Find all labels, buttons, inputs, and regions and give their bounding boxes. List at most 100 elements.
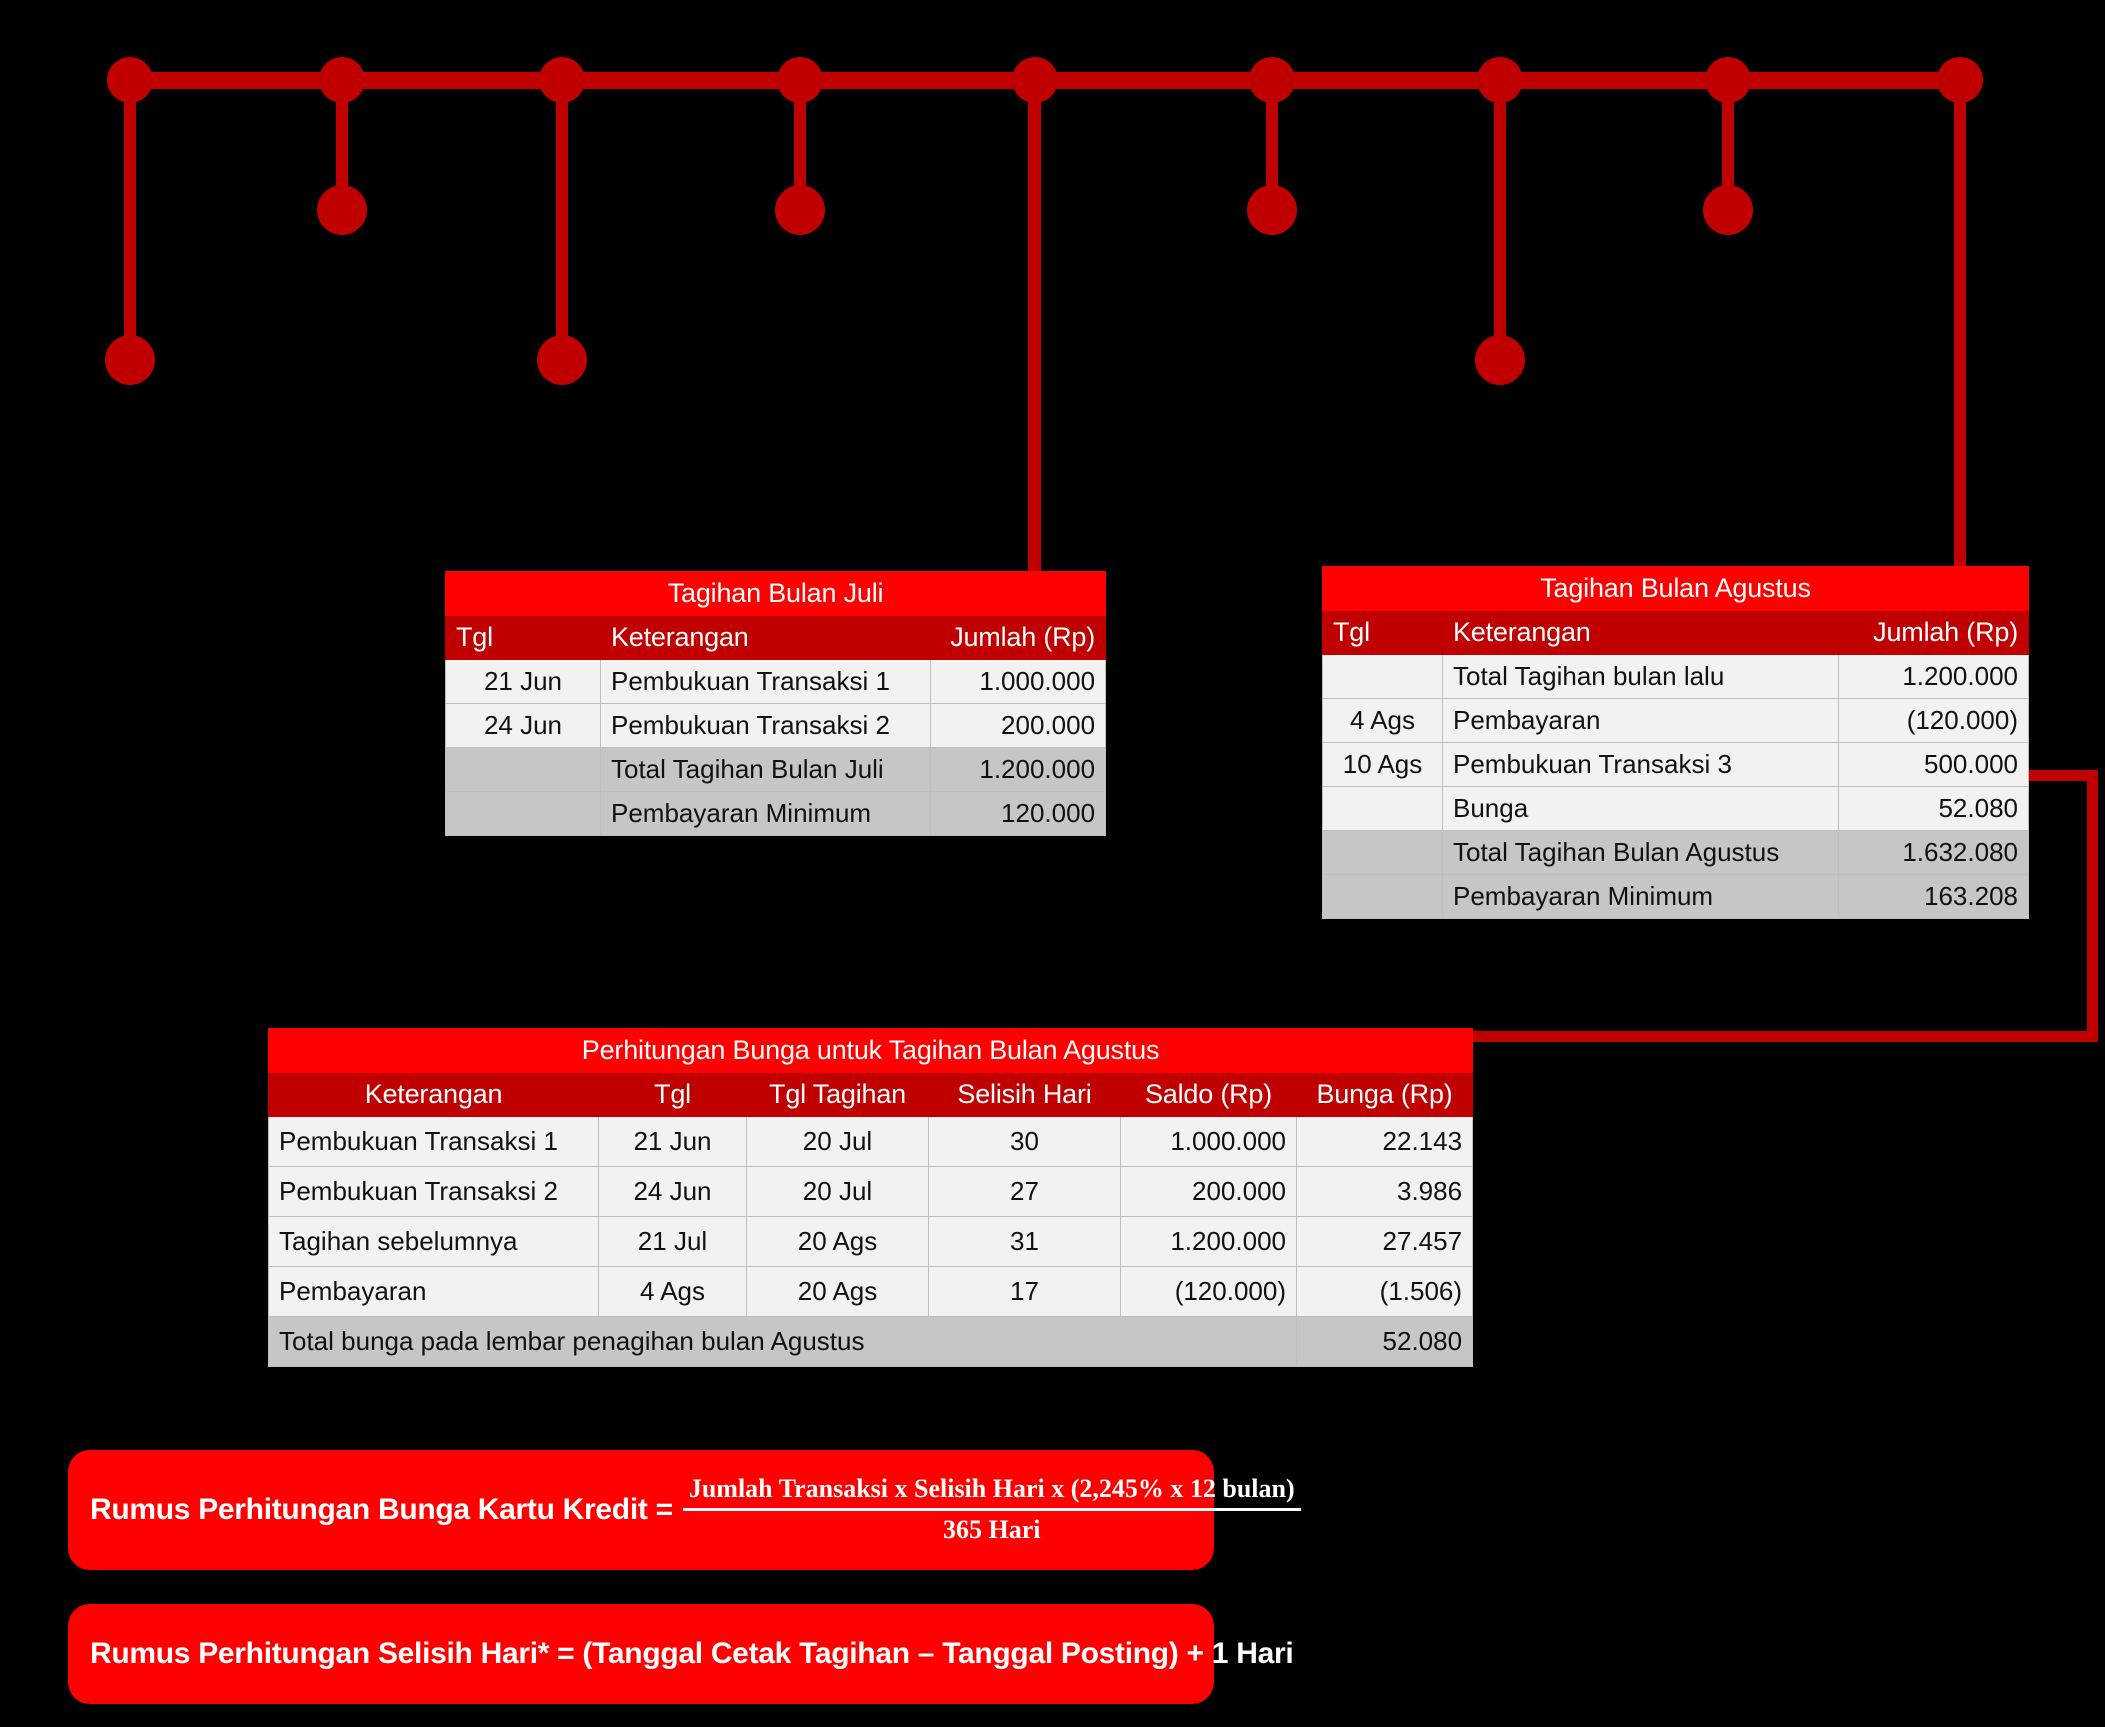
bunga-row-3-keterangan: Pembayaran: [268, 1266, 599, 1317]
connector-elbow-horizontal-bottom: [1466, 1031, 2098, 1042]
connector-to-agustus-table: [1954, 80, 1966, 572]
bunga-row-1-tgl-tagihan: 20 Jul: [746, 1166, 929, 1217]
agustus-row-4-tgl: [1322, 830, 1443, 875]
juli-row-3-tgl: [445, 791, 601, 836]
bunga-col-selisih-hari: Selisih Hari: [928, 1072, 1121, 1117]
juli-header-row: Tgl Keterangan Jumlah (Rp): [445, 615, 1107, 660]
bunga-row-2-keterangan: Tagihan sebelumnya: [268, 1216, 599, 1267]
timeline-node-6[interactable]: [1249, 57, 1295, 103]
table-perhitungan-bunga: Perhitungan Bunga untuk Tagihan Bulan Ag…: [267, 1028, 1474, 1367]
agustus-row-0-jumlah: 1.200.000: [1838, 654, 2029, 699]
bunga-row-0-selisih-hari: 30: [928, 1116, 1121, 1167]
timeline-node-7[interactable]: [1477, 57, 1523, 103]
juli-row-1-keterangan: Pembukuan Transaksi 2: [600, 703, 931, 748]
bunga-col-tgl-tagihan: Tgl Tagihan: [746, 1072, 929, 1117]
formula-bunga-numerator: Jumlah Transaksi x Selisih Hari x (2,245…: [682, 1474, 1301, 1511]
bunga-row-1-keterangan: Pembukuan Transaksi 2: [268, 1166, 599, 1217]
timeline-node-2[interactable]: [319, 57, 365, 103]
agustus-row-5-jumlah: 163.208: [1838, 874, 2029, 919]
table-tagihan-agustus: Tagihan Bulan Agustus Tgl Keterangan Jum…: [1322, 566, 2029, 919]
formula-bunga-pill: Rumus Perhitungan Bunga Kartu Kredit = J…: [68, 1450, 1301, 1570]
timeline-endpoint-2[interactable]: [317, 185, 367, 235]
agustus-row-2-tgl: 10 Ags: [1322, 742, 1443, 787]
connector-elbow-vertical: [2087, 770, 2098, 1042]
juli-row-0-keterangan: Pembukuan Transaksi 1: [600, 659, 931, 704]
bunga-row-0-bunga: 22.143: [1295, 1116, 1474, 1167]
timeline-stem-6: [1266, 80, 1278, 210]
timeline-endpoint-3[interactable]: [537, 335, 587, 385]
bunga-row-0-tgl-tagihan: 20 Jul: [746, 1116, 929, 1167]
timeline-endpoint-1[interactable]: [105, 335, 155, 385]
timeline-stem-1: [124, 80, 136, 360]
juli-col-jumlah: Jumlah (Rp): [929, 615, 1107, 660]
bunga-title: Perhitungan Bunga untuk Tagihan Bulan Ag…: [267, 1028, 1474, 1073]
bunga-row-3-bunga: (1.506): [1295, 1266, 1474, 1317]
connector-elbow-horizontal-top: [2028, 770, 2098, 781]
bunga-row-0-saldo: 1.000.000: [1120, 1116, 1297, 1167]
timeline-endpoint-4[interactable]: [775, 185, 825, 235]
bunga-row-0-keterangan: Pembukuan Transaksi 1: [268, 1116, 599, 1167]
bunga-header-row: Keterangan Tgl Tgl Tagihan Selisih Hari …: [268, 1072, 1474, 1117]
agustus-row-2-keterangan: Pembukuan Transaksi 3: [1442, 742, 1839, 787]
bunga-row-2-saldo: 1.200.000: [1120, 1216, 1297, 1267]
juli-title-row: Tagihan Bulan Juli: [444, 571, 1107, 616]
bunga-row-2-tgl: 21 Jul: [598, 1216, 747, 1267]
agustus-row-4-keterangan: Total Tagihan Bulan Agustus: [1442, 830, 1839, 875]
table-tagihan-juli: Tagihan Bulan Juli Tgl Keterangan Jumlah…: [444, 571, 1107, 836]
juli-row-2-jumlah: 1.200.000: [929, 747, 1107, 792]
juli-row-1-tgl: 24 Jun: [445, 703, 601, 748]
juli-row-0-jumlah: 1.000.000: [929, 659, 1107, 704]
timeline-node-8[interactable]: [1705, 57, 1751, 103]
agustus-col-jumlah: Jumlah (Rp): [1838, 610, 2029, 655]
agustus-row-1-keterangan: Pembayaran: [1442, 698, 1839, 743]
timeline-stem-2: [336, 80, 348, 210]
formula-selisih-hari-pill: Rumus Perhitungan Selisih Hari* = (Tangg…: [68, 1604, 1294, 1704]
agustus-title-row: Tagihan Bulan Agustus: [1322, 566, 2029, 611]
timeline-endpoint-6[interactable]: [1247, 185, 1297, 235]
agustus-row-3-tgl: [1322, 786, 1443, 831]
bunga-row-2-selisih-hari: 31: [928, 1216, 1121, 1267]
bunga-col-bunga: Bunga (Rp): [1295, 1072, 1474, 1117]
bunga-row-2-tgl-tagihan: 20 Ags: [746, 1216, 929, 1267]
juli-col-tgl: Tgl: [445, 615, 601, 660]
bunga-col-tgl: Tgl: [598, 1072, 747, 1117]
bunga-total-label: Total bunga pada lembar penagihan bulan …: [268, 1316, 1297, 1367]
agustus-col-keterangan: Keterangan: [1442, 610, 1839, 655]
juli-row-3-jumlah: 120.000: [929, 791, 1107, 836]
timeline-node-4[interactable]: [777, 57, 823, 103]
formula-bunga-denominator: 365 Hari: [942, 1515, 1041, 1544]
bunga-row-1-saldo: 200.000: [1120, 1166, 1297, 1217]
agustus-row-0-keterangan: Total Tagihan bulan lalu: [1442, 654, 1839, 699]
juli-title: Tagihan Bulan Juli: [444, 571, 1107, 616]
bunga-total-value: 52.080: [1295, 1316, 1474, 1367]
timeline-endpoint-7[interactable]: [1475, 335, 1525, 385]
juli-row-3-keterangan: Pembayaran Minimum: [600, 791, 931, 836]
bunga-title-row: Perhitungan Bunga untuk Tagihan Bulan Ag…: [267, 1028, 1474, 1073]
bunga-row-1-tgl: 24 Jun: [598, 1166, 747, 1217]
bunga-row-1-bunga: 3.986: [1295, 1166, 1474, 1217]
agustus-row-1-tgl: 4 Ags: [1322, 698, 1443, 743]
bunga-row-1-selisih-hari: 27: [928, 1166, 1121, 1217]
agustus-col-tgl: Tgl: [1322, 610, 1443, 655]
agustus-header-row: Tgl Keterangan Jumlah (Rp): [1322, 610, 2029, 655]
agustus-row-2-jumlah: 500.000: [1838, 742, 2029, 787]
timeline-node-1[interactable]: [107, 57, 153, 103]
bunga-row-0-tgl: 21 Jun: [598, 1116, 747, 1167]
juli-row-2-keterangan: Total Tagihan Bulan Juli: [600, 747, 931, 792]
agustus-row-5-tgl: [1322, 874, 1443, 919]
timeline-endpoint-8[interactable]: [1703, 185, 1753, 235]
timeline-node-3[interactable]: [539, 57, 585, 103]
